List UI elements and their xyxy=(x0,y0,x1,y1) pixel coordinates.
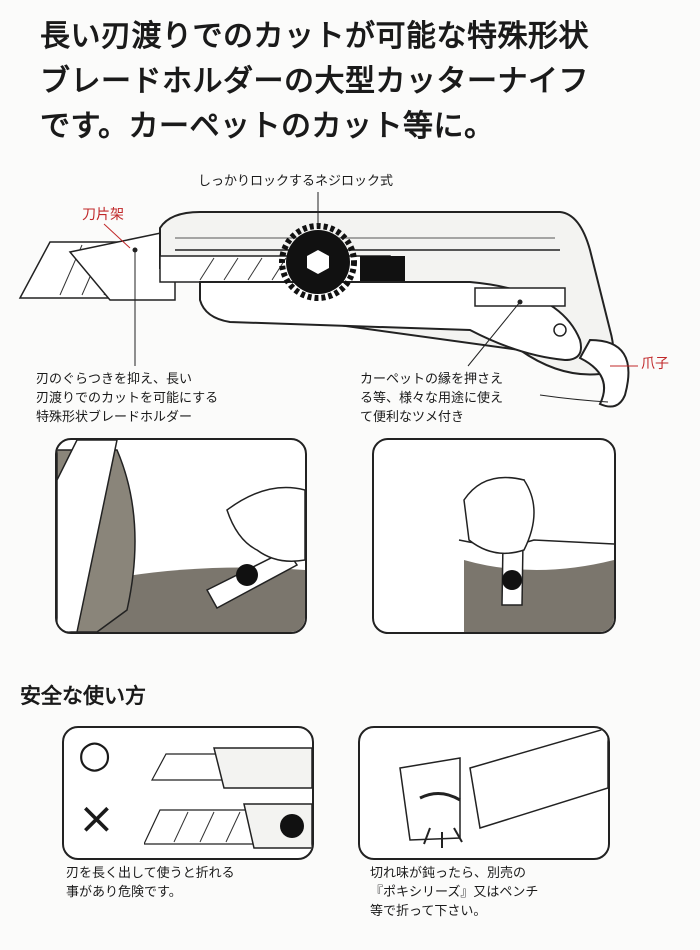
safety-section-title: 安全な使い方 xyxy=(20,684,146,708)
ok-symbol-icon: ○ xyxy=(78,732,112,776)
blade-rack-label: 刀片架 xyxy=(82,207,124,223)
headline: 長い刃渡りでのカットが可能な特殊形状 ブレードホルダーの大型カッターナイフ です… xyxy=(40,14,680,149)
headline-line-2: ブレードホルダーの大型カッターナイフ xyxy=(40,64,589,99)
ng-symbol-icon: × xyxy=(78,793,115,844)
safety-panel-left: ○ × xyxy=(62,726,314,860)
headline-line-1: 長い刃渡りでのカットが可能な特殊形状 xyxy=(40,19,589,54)
lock-wheel-icon xyxy=(279,223,357,301)
safety-caption-right: 切れ味が鈍ったら、別売の 『ポキシリーズ』又はペンチ 等で折って下さい。 xyxy=(370,866,539,919)
lock-callout: しっかりロックするネジロック式 xyxy=(198,174,394,189)
hook-description: カーペットの縁を押さえ る等、様々な用途に使え て便利なツメ付き xyxy=(360,372,504,425)
headline-line-3: です。カーペットのカット等に。 xyxy=(40,109,495,144)
blade-holder-icon xyxy=(68,229,176,301)
usage-scene-edge xyxy=(372,438,616,634)
holder-description: 刃のぐらつきを抑え、長い 刃渡りでのカットを可能にする 特殊形状ブレードホルダー xyxy=(36,372,219,425)
claw-label: 爪子 xyxy=(641,356,669,372)
cutter-illustration xyxy=(18,192,638,408)
usage-scene-carpet xyxy=(55,438,307,634)
safety-caption-left: 刃を長く出して使うと折れる 事があり危険です。 xyxy=(66,866,235,900)
safety-panel-right xyxy=(358,726,610,860)
claw-icon xyxy=(578,338,630,408)
